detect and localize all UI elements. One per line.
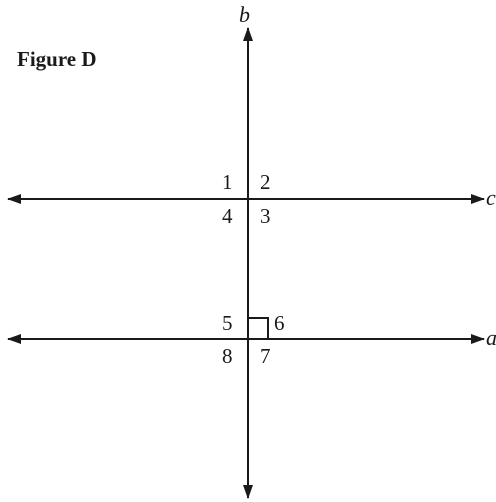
line-c-label: c bbox=[486, 185, 496, 210]
angle-8: 8 bbox=[222, 344, 233, 368]
line-a-label: a bbox=[486, 325, 496, 350]
angle-7: 7 bbox=[260, 344, 271, 368]
angle-3: 3 bbox=[260, 204, 271, 228]
angle-4: 4 bbox=[222, 204, 233, 228]
line-b-label: b bbox=[239, 2, 250, 27]
angle-6: 6 bbox=[274, 311, 285, 335]
angle-5: 5 bbox=[222, 311, 233, 335]
figure-title: Figure D bbox=[17, 47, 97, 71]
right-angle-marker bbox=[248, 317, 269, 339]
angle-1: 1 bbox=[222, 170, 233, 194]
angle-2: 2 bbox=[260, 170, 271, 194]
